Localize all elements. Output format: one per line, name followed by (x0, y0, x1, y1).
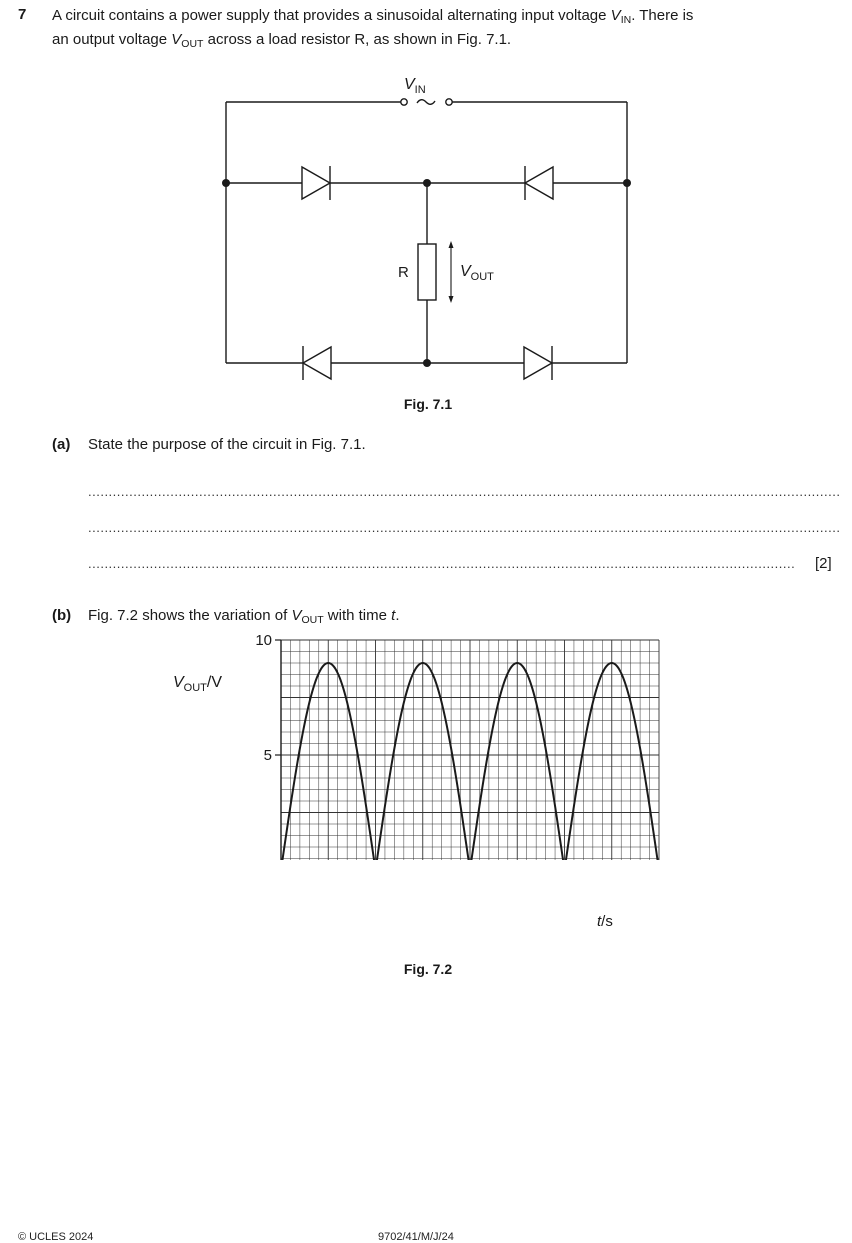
question-number: 7 (18, 6, 27, 23)
diode-top-left (301, 165, 332, 201)
vout-time-graph: 00.020.040.060.080510 VOUT/V (173, 632, 660, 860)
graph-x-label: t/s (597, 913, 613, 930)
answer-line-3[interactable]: ........................................… (88, 556, 796, 571)
diode-bottom-left (301, 345, 332, 381)
figure-caption-7-1: Fig. 7.1 (403, 396, 453, 412)
ac-terminal-right (445, 98, 453, 106)
part-b-text: Fig. 7.2 shows the variation of VOUT wit… (88, 607, 400, 626)
vin-label: VIN (404, 76, 426, 96)
ac-terminal-left (400, 98, 408, 106)
diode-top-right (523, 165, 554, 201)
part-a-text: State the purpose of the circuit in Fig.… (88, 436, 366, 453)
answer-line-2[interactable]: ........................................… (88, 520, 840, 535)
question-stem: A circuit contains a power supply that p… (52, 7, 694, 50)
junction-middle-bottom (423, 359, 431, 367)
vout-label: VOUT (460, 263, 494, 283)
y-tick-label: 5 (264, 747, 272, 764)
resistor (417, 243, 437, 301)
junction-left (222, 179, 230, 187)
marks-a: [2] (815, 555, 832, 572)
ac-source-symbol (416, 99, 436, 105)
graph-ticks: 00.020.040.060.080510 (255, 632, 281, 764)
part-a-label: (a) (52, 436, 71, 453)
figure-caption-7-2: Fig. 7.2 (403, 961, 453, 977)
junction-right (623, 179, 631, 187)
answer-line-1[interactable]: ........................................… (88, 484, 840, 499)
vout-double-arrow (448, 241, 454, 303)
part-b-label: (b) (52, 607, 72, 624)
graph-y-label: VOUT/V (173, 674, 222, 694)
junction-middle-top (423, 179, 431, 187)
resistor-label: R (398, 264, 409, 281)
vout-curve (281, 661, 659, 860)
bridge-rectifier-circuit: VIN R VOUT (222, 76, 631, 381)
footer-copyright: © UCLES 2024 (18, 1231, 94, 1243)
y-tick-label: 10 (255, 632, 272, 649)
footer-code: 9702/41/M/J/24 (378, 1231, 454, 1243)
diode-bottom-right (523, 345, 554, 381)
